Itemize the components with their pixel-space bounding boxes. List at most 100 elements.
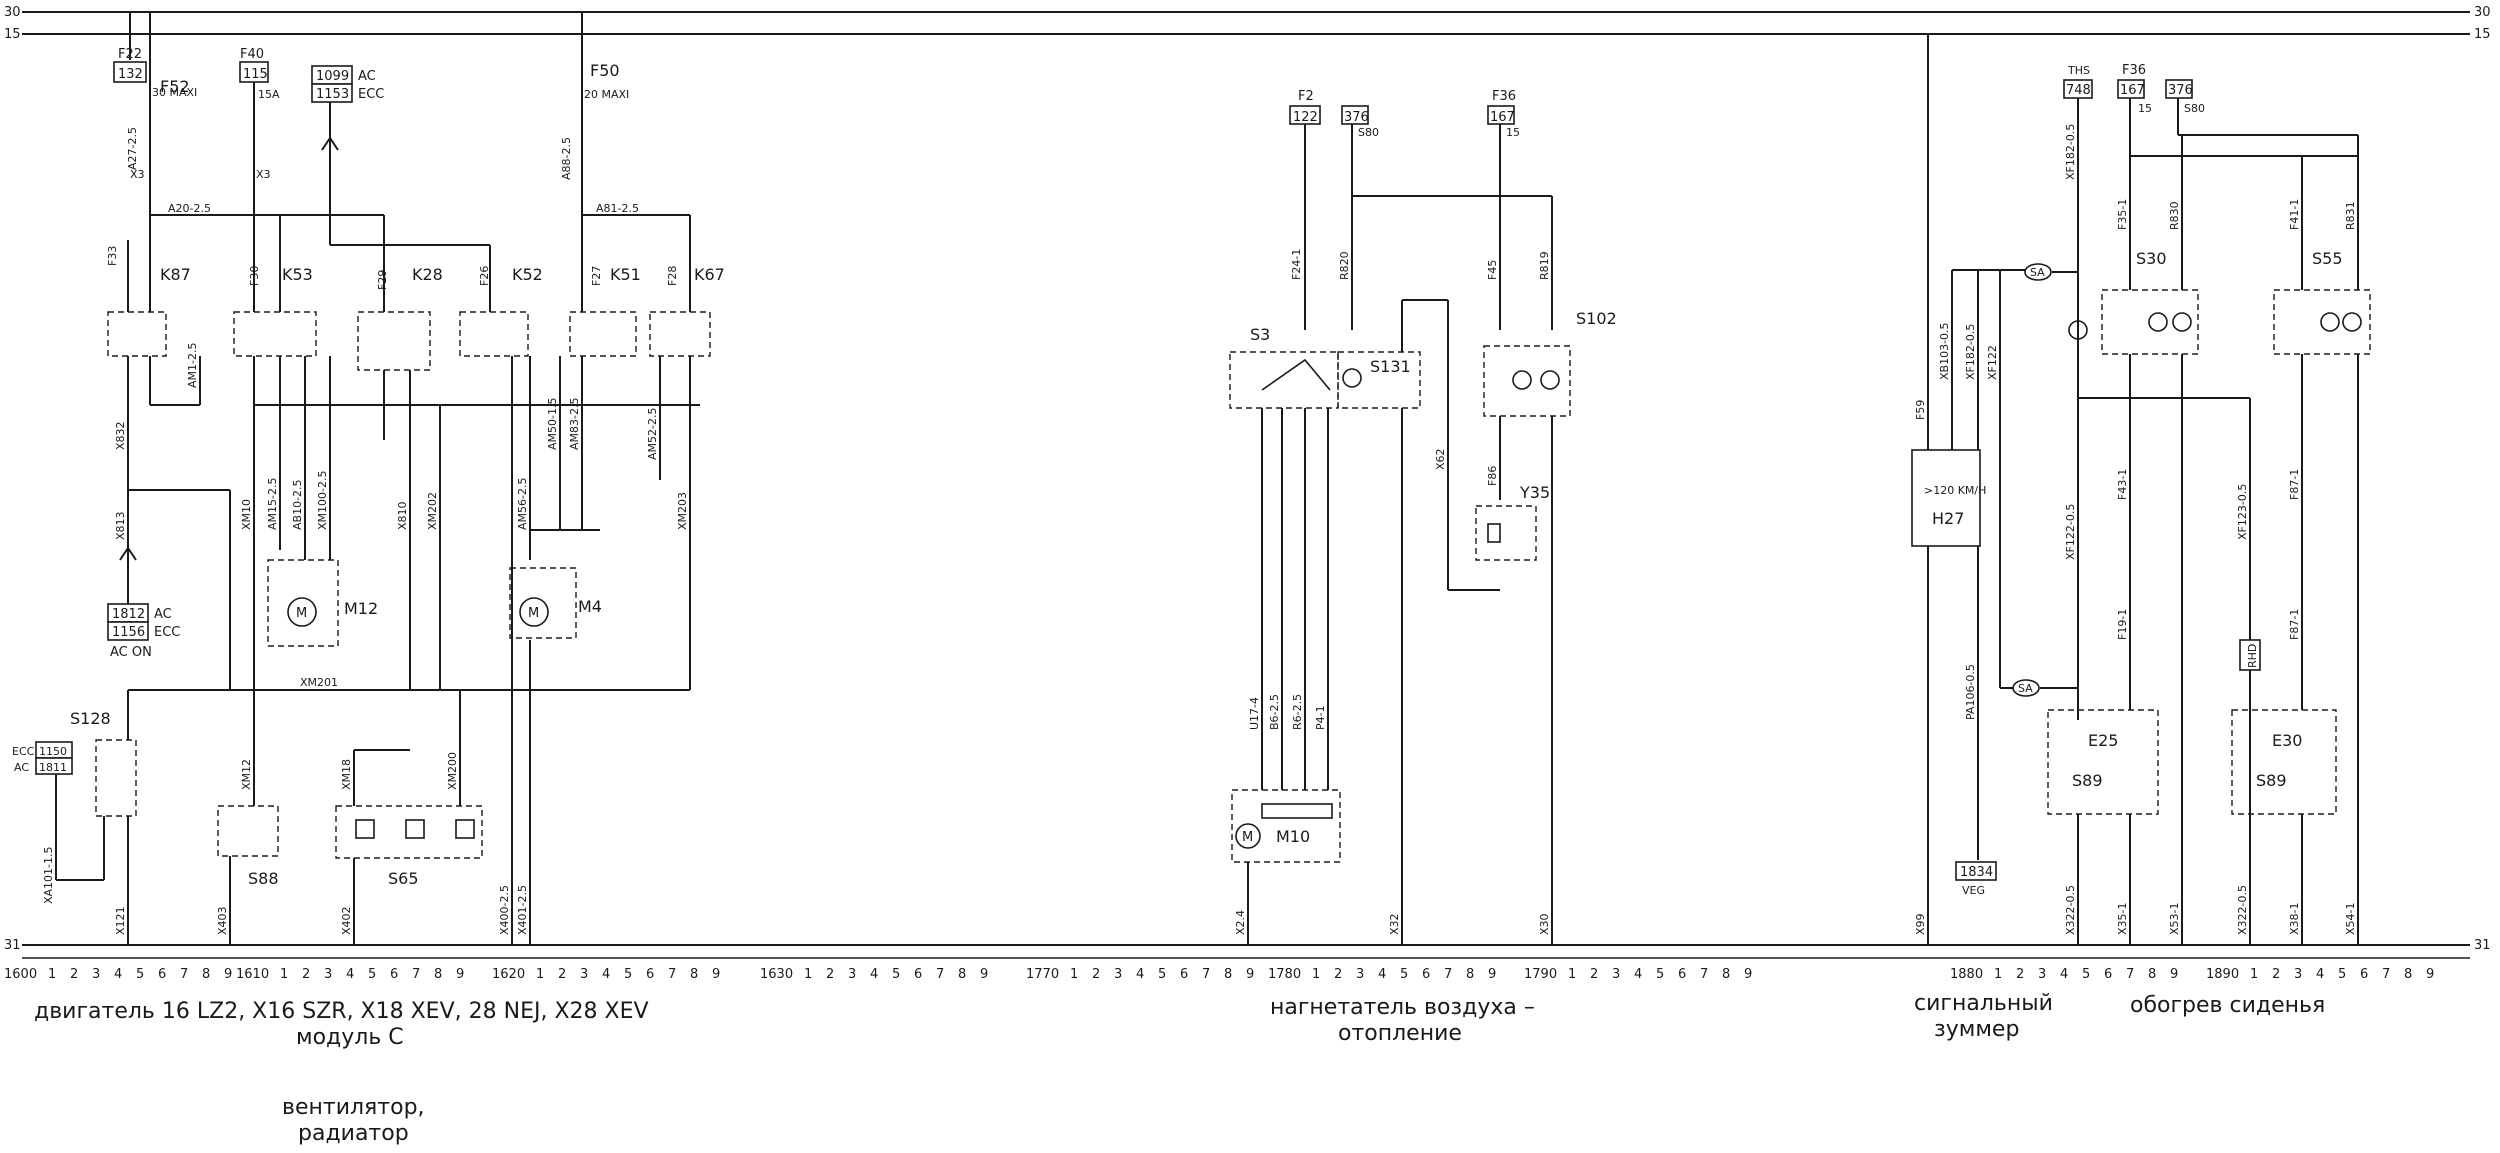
splice-sa-bottom-label: SA xyxy=(2018,682,2033,695)
ruler-digit: 5 xyxy=(1656,967,1664,982)
relay-k67-label: K67 xyxy=(694,265,725,284)
ruler-digit: 9 xyxy=(224,967,232,982)
wire-x832-label: X832 xyxy=(114,421,127,450)
reference-1834-sub: VEG xyxy=(1962,884,1985,897)
ruler-digit: 3 xyxy=(2294,967,2302,982)
wire-xf122-label: XF122 xyxy=(1986,345,1999,380)
ruler-digit: 9 xyxy=(712,967,720,982)
ruler-digit: 2 xyxy=(1590,967,1598,982)
wire-a27-label: A27-2.5 xyxy=(126,127,139,170)
switch-s30: S30 xyxy=(2101,249,2199,355)
reference-1834: 1834 VEG xyxy=(1955,861,1997,897)
wire-x322b-label: X322-0.5 xyxy=(2236,885,2249,935)
ac-on-ref-2: 1156 xyxy=(112,625,145,640)
wire-x2-label: X2.4 xyxy=(1234,910,1247,935)
fuse-f36b-ref: 167 xyxy=(2120,83,2145,98)
ruler-digit: 6 xyxy=(2360,967,2368,982)
wire-r6-label: R6-2.5 xyxy=(1291,694,1304,730)
wire-am1-label: AM1-2.5 xyxy=(186,343,199,388)
reference-1834-label: 1834 xyxy=(1960,865,1993,880)
wire-x62-label: X62 xyxy=(1434,448,1447,470)
motor-m4-symbol: M xyxy=(528,606,539,621)
rail-31-label-left: 31 xyxy=(4,938,21,953)
caption-blower-line2: отопление xyxy=(1338,1021,1462,1046)
wire-x403-label: X403 xyxy=(216,906,229,935)
wire-xf123-label: XF123-0.5 xyxy=(2236,484,2249,540)
ac-on-ac: AC xyxy=(154,607,172,622)
ruler-block-1-start: 1610 xyxy=(236,967,269,982)
motor-m10: M M10 X2.4 xyxy=(1231,789,1341,945)
ruler-digit: 8 xyxy=(1722,967,1730,982)
switch-s88: S88 XM12 X403 xyxy=(216,690,279,945)
wire-x400-label: X400-2.5 xyxy=(498,885,511,935)
caption-seat: обогрев сиденья xyxy=(2130,993,2325,1018)
ac-on-label: AC ON xyxy=(110,645,152,660)
ruler-digit: 1 xyxy=(1070,967,1078,982)
wire-xf122b-label: XF122-0.5 xyxy=(2064,504,2077,560)
caption-buzzer-line2: зуммер xyxy=(1934,1017,2019,1042)
wire-a81-label: A81-2.5 xyxy=(596,202,639,215)
ruler-digit: 8 xyxy=(2148,967,2156,982)
ruler-digit: 3 xyxy=(1114,967,1122,982)
ruler-digit: 4 xyxy=(602,967,610,982)
motor-m4-label: M4 xyxy=(578,597,602,616)
caption-fan-line2: радиатор xyxy=(298,1121,409,1146)
fuse-ths-ref: 748 xyxy=(2066,83,2091,98)
wire-r819-label: R819 xyxy=(1538,251,1551,280)
wire-xm203-label: XM203 xyxy=(676,492,689,530)
ruler-digit: 9 xyxy=(1488,967,1496,982)
valve-y35-label: Y35 xyxy=(1519,483,1550,502)
rail-30-label-left: 30 xyxy=(4,5,21,20)
wire-x402-label: X402 xyxy=(340,906,353,935)
caption-engine-line2: модуль С xyxy=(296,1025,404,1050)
ruler-digit: 2 xyxy=(70,967,78,982)
ruler-digit: 3 xyxy=(848,967,856,982)
rail-30: 30 30 xyxy=(4,5,2491,20)
fuse-ths-label: THS xyxy=(2067,64,2090,77)
wire-x54-label: X54-1 xyxy=(2344,902,2357,935)
ruler-digit: 9 xyxy=(2170,967,2178,982)
wire-f29-label: F29 xyxy=(376,270,389,290)
ruler-block-6-start: 1790 xyxy=(1524,967,1557,982)
ruler-digit: 4 xyxy=(870,967,878,982)
wire-xb103-label: XB103-0.5 xyxy=(1938,322,1951,380)
wire-xf182b-label: XF182-0.5 xyxy=(2064,124,2077,180)
wire-am50-label: AM50-1.5 xyxy=(546,398,559,450)
wire-x121-label: X121 xyxy=(114,906,127,935)
wire-f24-label: F24-1 xyxy=(1290,249,1303,280)
wire-b6-label: B6-2.5 xyxy=(1268,694,1281,730)
motor-m12: M M12 xyxy=(267,559,378,647)
ac-ecc-ecc: ECC xyxy=(358,87,384,102)
ruler-digit: 5 xyxy=(624,967,632,982)
ac-on-ref-1: 1812 xyxy=(112,607,145,622)
wire-x813-label: X813 xyxy=(114,511,127,540)
switch-s89a-label: S89 xyxy=(2072,771,2103,790)
wire-f59-label: F59 xyxy=(1914,400,1927,420)
ruler-digit: 8 xyxy=(1466,967,1474,982)
grid-ruler: 1600 1610 1620 1630 1770 1780 1790 1880 … xyxy=(4,957,2470,982)
heater-e30: E30 S89 X322-0.5 X38-1 X54-1 xyxy=(2231,709,2357,945)
ruler-block-0-start: 1600 xyxy=(4,967,37,982)
reference-376: 376 S80 R820 xyxy=(1338,105,1552,330)
ruler-digit: 4 xyxy=(346,967,354,982)
rail-15-label-left: 15 xyxy=(4,27,21,42)
fuse-f22: 132 F22 30 MAXI F52 xyxy=(113,12,197,99)
ruler-digit: 7 xyxy=(2126,967,2134,982)
switch-s30-label: S30 xyxy=(2136,249,2167,268)
ruler-digit: 9 xyxy=(980,967,988,982)
wire-pa106-label: PA106-0.5 xyxy=(1964,664,1977,720)
ruler-digit: 2 xyxy=(826,967,834,982)
ruler-digit: 6 xyxy=(390,967,398,982)
ruler-digit: 7 xyxy=(1700,967,1708,982)
wire-f26-label: F26 xyxy=(478,266,491,286)
ruler-digit: 4 xyxy=(1136,967,1144,982)
wire-u17-label: U17-4 xyxy=(1248,697,1261,730)
wire-f35-label: F35-1 xyxy=(2116,199,2129,230)
fuse-f36b: 167 F36 15 F35-1 xyxy=(2116,63,2358,290)
wire-am15-label: AM15-2.5 xyxy=(266,478,279,530)
rail-31-label-right: 31 xyxy=(2474,938,2491,953)
wire-am56-label: AM56-2.5 xyxy=(516,478,529,530)
ruler-digit: 6 xyxy=(158,967,166,982)
motor-m10-label: M10 xyxy=(1276,827,1310,846)
ruler-digit: 6 xyxy=(646,967,654,982)
